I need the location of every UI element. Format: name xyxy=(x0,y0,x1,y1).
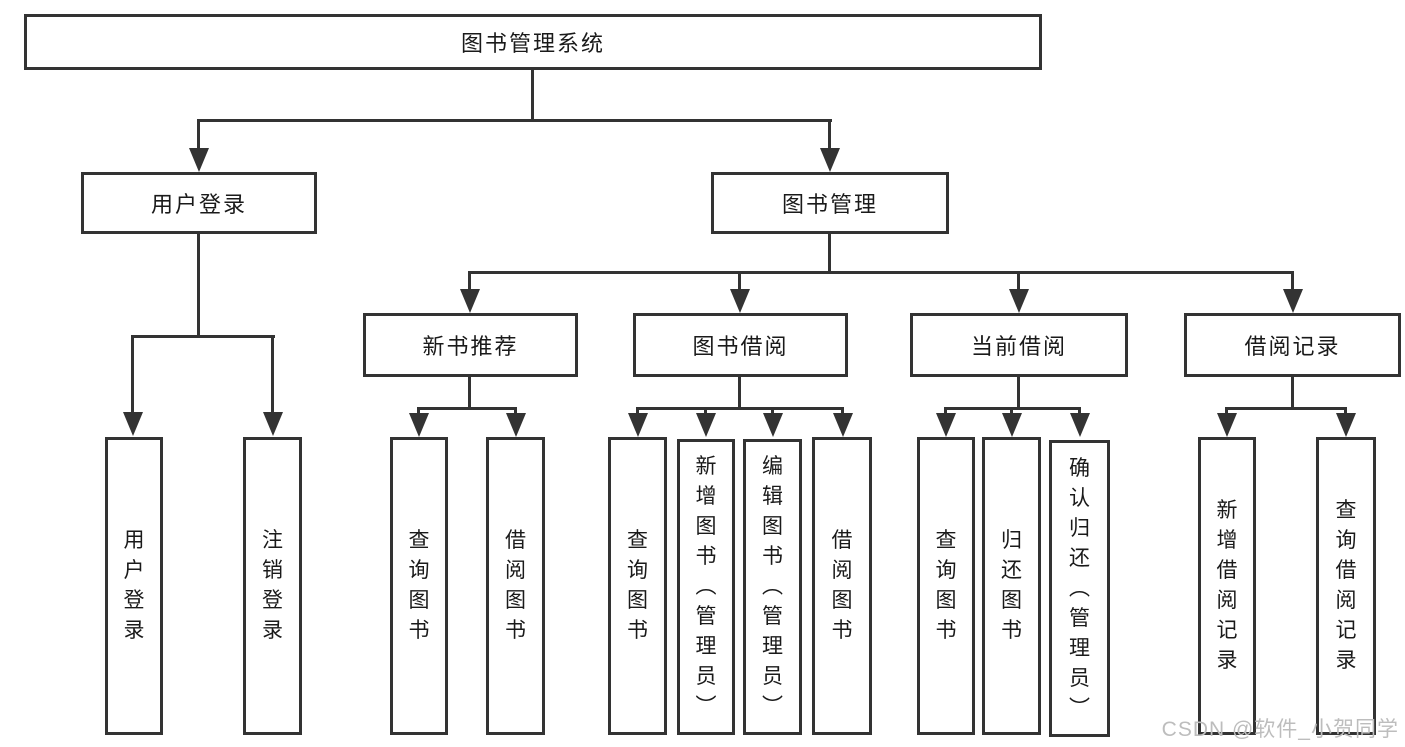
arrowhead-icon xyxy=(763,413,783,437)
leaf-user-login-label: 用户登录 xyxy=(123,529,145,642)
connector-book-mgmt-bar xyxy=(468,271,1294,274)
node-book-management: 图书管理 xyxy=(711,172,949,234)
connector-shaft xyxy=(828,119,831,152)
connector-shaft xyxy=(131,335,134,414)
leaf-add-book-admin: 新增图书︵管理员︶ xyxy=(677,439,735,735)
leaf-borrow-books-borrowing-label: 借阅图书 xyxy=(831,529,853,642)
node-current-borrowing-label: 当前借阅 xyxy=(970,334,1067,359)
arrowhead-icon xyxy=(263,412,283,436)
connector-user-login-stem xyxy=(197,234,200,337)
arrowhead-icon xyxy=(189,148,209,172)
leaf-logout-label: 注销登录 xyxy=(262,529,283,642)
arrowhead-icon xyxy=(1009,289,1029,313)
arrowhead-icon xyxy=(696,413,716,437)
leaf-query-borrow-record-label: 查询借阅记录 xyxy=(1335,499,1357,672)
leaf-borrow-books-borrowing: 借阅图书 xyxy=(812,437,872,735)
connector-shaft xyxy=(271,335,274,414)
leaf-query-borrow-record: 查询借阅记录 xyxy=(1316,437,1376,735)
leaf-query-books-current: 查询图书 xyxy=(917,437,975,735)
node-borrowing-records-label: 借阅记录 xyxy=(1244,334,1341,359)
leaf-query-books-borrowing-label: 查询图书 xyxy=(627,529,648,642)
leaf-user-login: 用户登录 xyxy=(105,437,163,735)
leaf-edit-book-admin-label: 编辑图书︵管理员︶ xyxy=(762,455,783,718)
connector-records-bar xyxy=(1225,407,1347,410)
csdn-watermark: CSDN @软件_小贺同学 xyxy=(1161,718,1399,741)
arrowhead-icon xyxy=(1336,413,1356,437)
connector-root-bar xyxy=(197,119,832,122)
connector-shaft xyxy=(468,271,471,291)
arrowhead-icon xyxy=(628,413,648,437)
connector-shaft xyxy=(841,407,844,416)
leaf-borrow-books-recommend: 借阅图书 xyxy=(486,437,545,735)
arrowhead-icon xyxy=(730,289,750,313)
arrowhead-icon xyxy=(820,148,840,172)
connector-shaft xyxy=(1017,271,1020,291)
leaf-return-books: 归还图书 xyxy=(982,437,1041,735)
leaf-logout: 注销登录 xyxy=(243,437,302,735)
connector-user-login-bar xyxy=(131,335,275,338)
connector-shaft xyxy=(1344,407,1347,416)
connector-current-stem xyxy=(1017,377,1020,409)
connector-shaft xyxy=(636,407,639,416)
node-new-book-recommend: 新书推荐 xyxy=(363,313,578,377)
connector-borrowing-stem xyxy=(738,377,741,409)
connector-shaft xyxy=(514,407,517,416)
connector-shaft xyxy=(1078,407,1081,416)
arrowhead-icon xyxy=(460,289,480,313)
arrowhead-icon xyxy=(409,413,429,437)
node-current-borrowing: 当前借阅 xyxy=(910,313,1128,377)
connector-shaft xyxy=(738,271,741,291)
leaf-confirm-return-admin: 确认归还︵管理员︶ xyxy=(1049,440,1110,737)
node-borrowing-records: 借阅记录 xyxy=(1184,313,1401,377)
leaf-add-borrow-record-label: 新增借阅记录 xyxy=(1216,499,1238,672)
node-new-book-recommend-label: 新书推荐 xyxy=(422,334,519,359)
node-root-label: 图书管理系统 xyxy=(460,31,605,56)
arrowhead-icon xyxy=(1217,413,1237,437)
connector-borrowing-bar xyxy=(636,407,844,410)
arrowhead-icon xyxy=(936,413,956,437)
connector-records-stem xyxy=(1291,377,1294,409)
leaf-add-book-admin-label: 新增图书︵管理员︶ xyxy=(695,455,717,718)
leaf-query-books-borrowing: 查询图书 xyxy=(608,437,667,735)
leaf-edit-book-admin: 编辑图书︵管理员︶ xyxy=(743,439,802,735)
connector-shaft xyxy=(944,407,947,416)
node-user-login: 用户登录 xyxy=(81,172,317,234)
connector-shaft xyxy=(197,119,200,152)
connector-shaft xyxy=(417,407,420,416)
arrowhead-icon xyxy=(1002,413,1022,437)
connector-shaft xyxy=(1225,407,1228,416)
node-book-borrowing: 图书借阅 xyxy=(633,313,848,377)
leaf-return-books-label: 归还图书 xyxy=(1001,529,1022,642)
leaf-query-books-recommend: 查询图书 xyxy=(390,437,448,735)
arrowhead-icon xyxy=(1283,289,1303,313)
connector-book-mgmt-stem xyxy=(828,234,831,273)
connector-recommend-bar xyxy=(417,407,517,410)
node-user-login-label: 用户登录 xyxy=(150,192,247,217)
connector-shaft xyxy=(771,407,774,416)
leaf-add-borrow-record: 新增借阅记录 xyxy=(1198,437,1256,735)
node-book-management-label: 图书管理 xyxy=(781,192,878,217)
arrowhead-icon xyxy=(506,413,526,437)
connector-shaft xyxy=(704,407,707,416)
leaf-query-books-current-label: 查询图书 xyxy=(935,529,957,642)
arrowhead-icon xyxy=(833,413,853,437)
arrowhead-icon xyxy=(1070,413,1090,437)
node-book-borrowing-label: 图书借阅 xyxy=(692,334,789,359)
leaf-confirm-return-admin-label: 确认归还︵管理员︶ xyxy=(1069,456,1090,720)
connector-recommend-stem xyxy=(468,377,471,409)
leaf-query-books-recommend-label: 查询图书 xyxy=(408,529,430,642)
leaf-borrow-books-recommend-label: 借阅图书 xyxy=(505,529,526,642)
connector-root-stem xyxy=(531,70,534,121)
connector-shaft xyxy=(1010,407,1013,416)
node-root: 图书管理系统 xyxy=(24,14,1042,70)
arrowhead-icon xyxy=(123,412,143,436)
connector-shaft xyxy=(1291,271,1294,291)
